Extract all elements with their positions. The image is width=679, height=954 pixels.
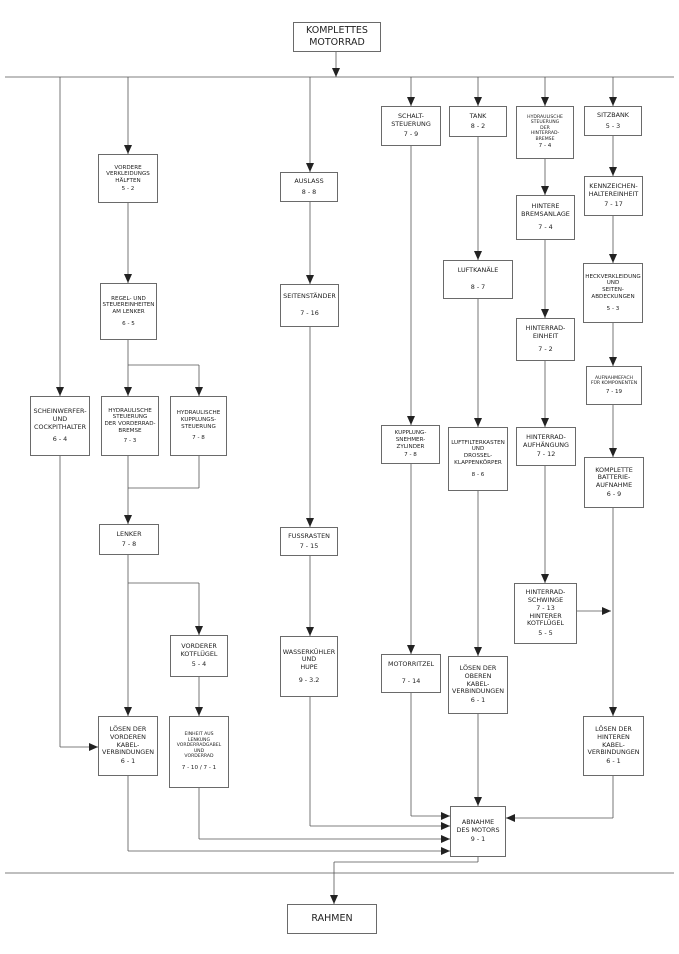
node-rahmen: RAHMEN: [287, 904, 377, 934]
